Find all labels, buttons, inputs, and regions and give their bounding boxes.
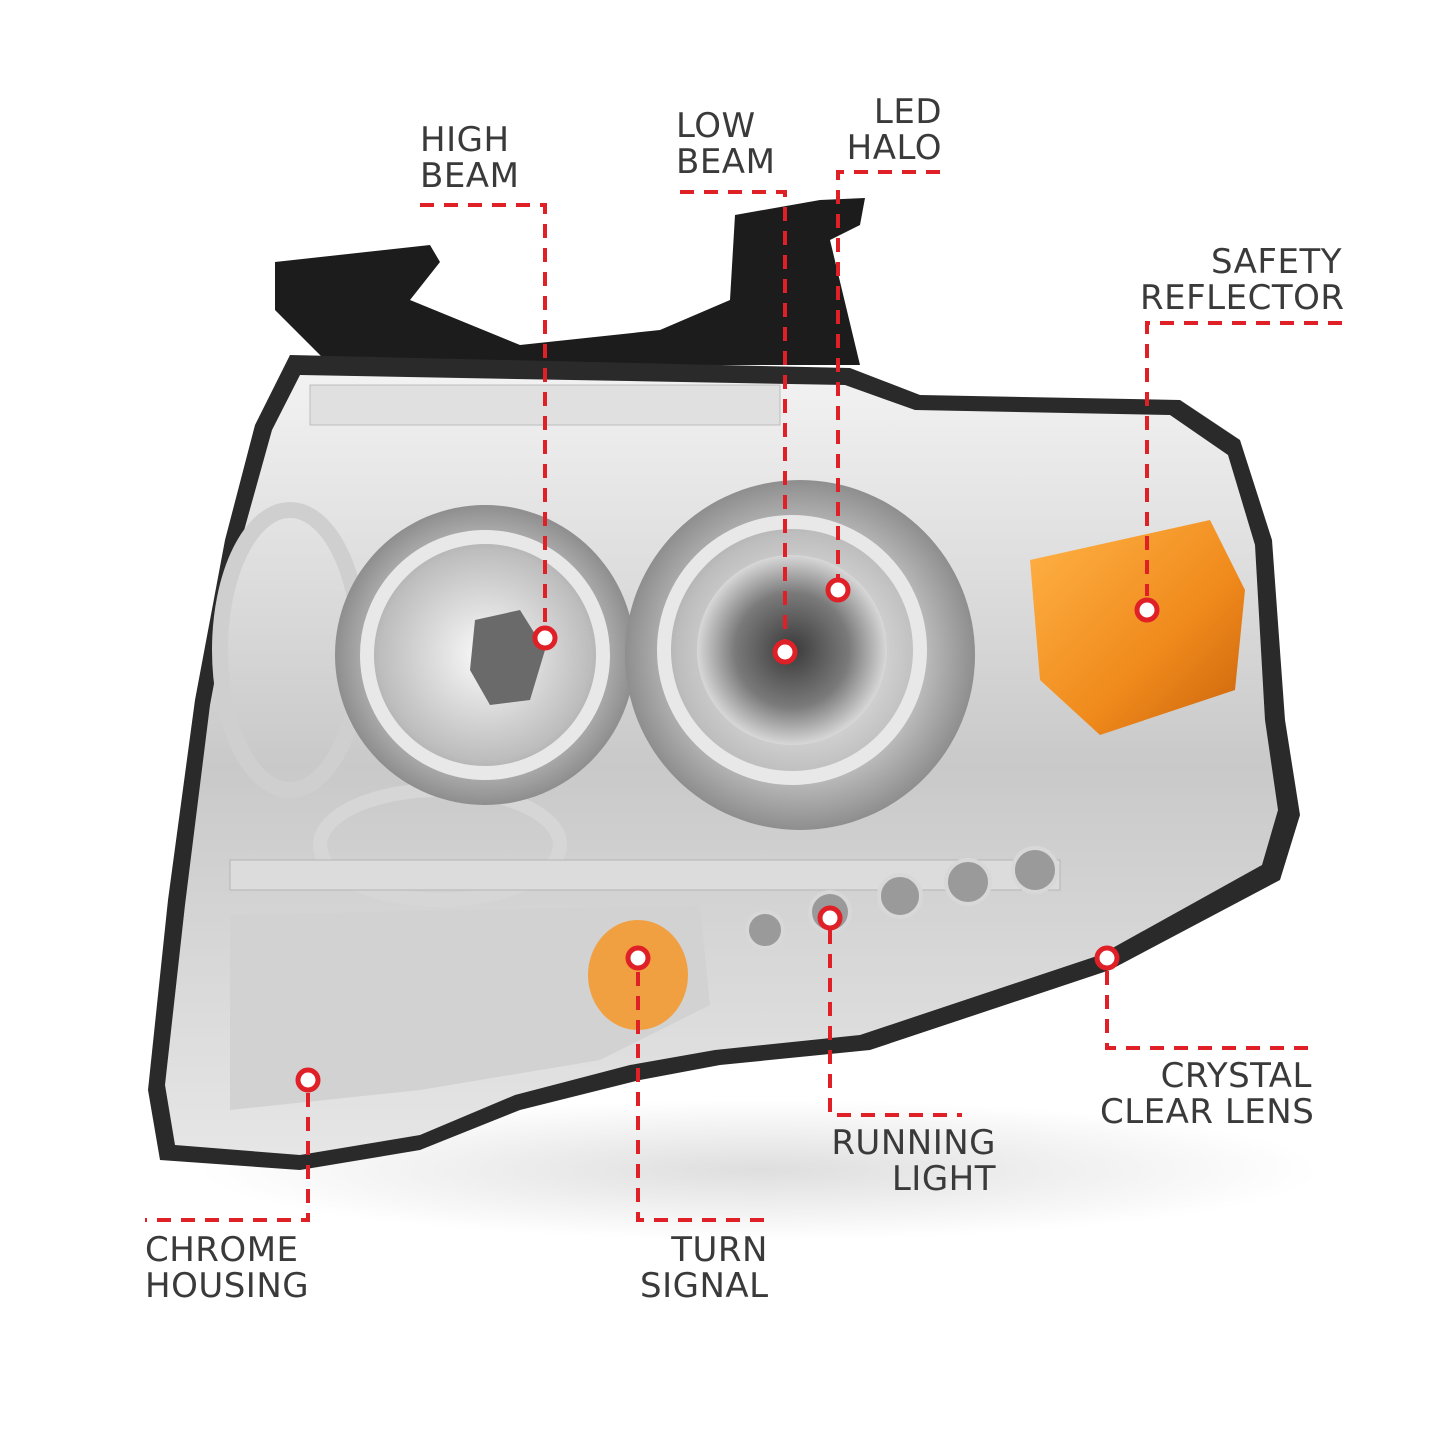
turn-signal-label-line1: TURN xyxy=(671,1230,768,1270)
turn-signal-leader xyxy=(636,972,768,1222)
running-light-label-line1: RUNNING xyxy=(831,1123,996,1163)
high-beam-label: HIGH BEAM xyxy=(420,122,519,194)
crystal-clear-lens-label-line1: CRYSTAL xyxy=(1160,1056,1312,1096)
turn-signal-marker xyxy=(625,945,651,971)
running-led xyxy=(877,873,923,919)
running-light-label: RUNNING LIGHT xyxy=(830,1125,996,1197)
running-light-leader xyxy=(828,930,962,1117)
low-beam-leader xyxy=(680,190,787,640)
turn-signal-bowl xyxy=(230,905,710,1110)
led-halo-label-line1: LED xyxy=(873,92,942,132)
chrome-housing-leader xyxy=(145,1093,310,1222)
low-beam-label: LOW BEAM xyxy=(676,108,775,180)
chrome-housing-marker xyxy=(295,1067,321,1093)
crystal-clear-lens-label-line2: CLEAR LENS xyxy=(1100,1092,1315,1132)
running-light-marker xyxy=(817,905,843,931)
running-light-label-line2: LIGHT xyxy=(891,1159,996,1199)
turn-signal-label: TURN SIGNAL xyxy=(640,1232,768,1304)
running-led xyxy=(944,858,992,906)
turn-signal-label-line2: SIGNAL xyxy=(640,1266,769,1306)
safety-reflector-leader xyxy=(1145,321,1342,596)
high-beam-halo-ring xyxy=(360,530,610,780)
high-beam-label-line2: BEAM xyxy=(420,156,520,196)
low-beam-label-line1: LOW xyxy=(676,106,756,146)
led-halo-leader xyxy=(836,170,940,578)
led-halo-label-line2: HALO xyxy=(846,128,942,168)
high-beam-label-line1: HIGH xyxy=(420,120,510,160)
floor-shadow xyxy=(200,1100,1320,1240)
high-beam-marker xyxy=(532,625,558,651)
safety-reflector-label-line1: SAFETY xyxy=(1210,242,1342,282)
low-beam-marker xyxy=(772,639,798,665)
running-led xyxy=(745,910,785,950)
led-halo-label: LED HALO xyxy=(830,94,942,166)
led-halo-marker xyxy=(825,577,851,603)
amber-side-reflector xyxy=(1030,520,1245,735)
chrome-housing-label-line1: CHROME xyxy=(145,1230,299,1270)
safety-reflector-label: SAFETY REFLECTOR xyxy=(1140,242,1345,318)
chrome-housing-label: CHROME HOUSING xyxy=(145,1232,309,1304)
crystal-clear-lens-leader xyxy=(1105,971,1310,1050)
safety-reflector-label-line2: REFLECTOR xyxy=(1140,278,1345,318)
mounting-bracket xyxy=(275,198,865,380)
chrome-housing-label-line2: HOUSING xyxy=(145,1266,310,1306)
crystal-clear-lens-marker xyxy=(1094,945,1120,971)
safety-reflector-marker xyxy=(1134,597,1160,623)
low-beam-label-line2: BEAM xyxy=(676,142,776,182)
low-beam-halo-ring xyxy=(657,515,927,785)
running-led xyxy=(1011,846,1059,894)
high-beam-bulb xyxy=(470,610,545,705)
crystal-clear-lens-label: CRYSTAL CLEAR LENS xyxy=(1100,1056,1315,1132)
high-beam-leader xyxy=(420,203,547,625)
chrome-bar xyxy=(229,859,1061,891)
